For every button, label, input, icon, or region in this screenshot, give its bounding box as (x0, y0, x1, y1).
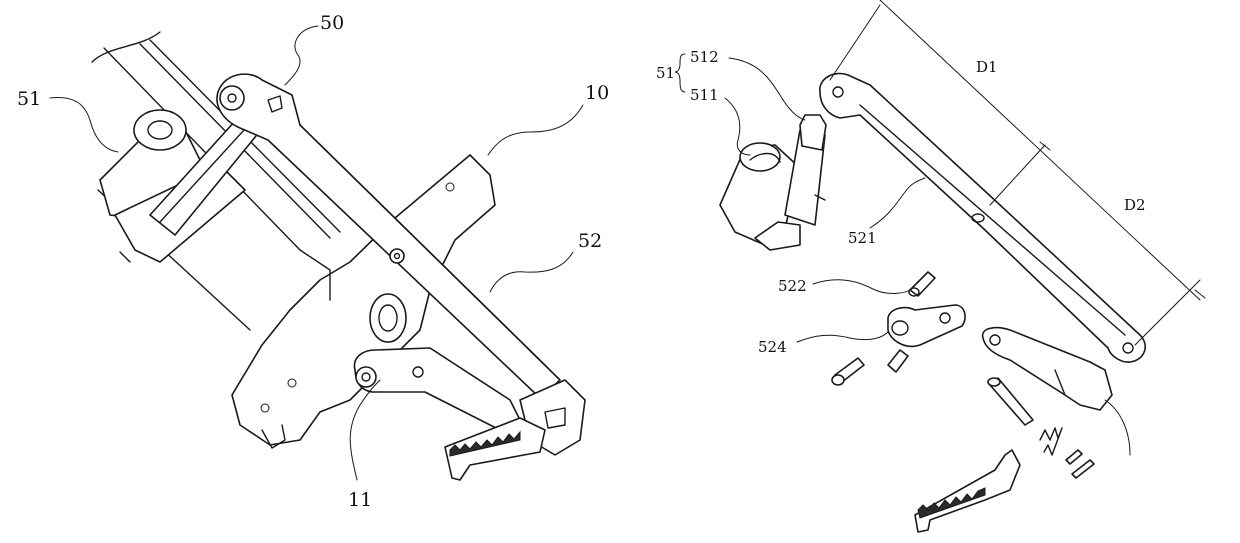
leader-11 (349, 379, 381, 481)
leader-511 (724, 97, 751, 156)
peg-bracket (981, 326, 1113, 411)
label-51: 51 (17, 88, 41, 110)
pin-522 (908, 271, 936, 297)
right-labels: 51 512 511 521 522 524 D1 D2 (656, 48, 1146, 456)
frame-bracket-10 (231, 154, 496, 449)
actuator-511 (719, 129, 826, 251)
lever-arm-52 (216, 73, 561, 399)
leader-bracket (1104, 399, 1131, 456)
small-pins (1065, 449, 1095, 479)
footpeg-exploded (914, 449, 1021, 533)
label-d1: D1 (976, 58, 998, 76)
brace (674, 53, 686, 93)
exploded-view (719, 0, 1206, 533)
label-511: 511 (690, 86, 719, 104)
spring (1039, 427, 1063, 456)
label-52: 52 (578, 230, 602, 252)
dimension-ext-mid (989, 144, 1046, 206)
hinge-pin (987, 377, 1034, 426)
label-10: 10 (585, 82, 609, 104)
dimension-lines (829, 0, 1206, 346)
dowel-pin (887, 349, 909, 373)
leader-50 (284, 25, 319, 86)
label-11: 11 (348, 489, 372, 511)
footpeg (444, 379, 586, 481)
linkage-11 (353, 347, 521, 431)
rod-512 (799, 114, 827, 151)
link-524 (887, 304, 966, 348)
screw (831, 357, 865, 386)
leader-521 (869, 177, 926, 229)
label-522: 522 (778, 277, 807, 295)
dimension-ext-top (829, 4, 881, 81)
leader-52 (489, 251, 574, 293)
arm-521 (819, 72, 1146, 363)
actuator-51 (99, 109, 266, 263)
label-524: 524 (758, 338, 787, 356)
label-d2: D2 (1124, 196, 1146, 214)
label-51-group: 51 (656, 64, 675, 82)
leader-512 (728, 57, 806, 121)
label-50: 50 (320, 12, 344, 34)
dimension-ext-bottom (1134, 279, 1201, 346)
label-521: 521 (848, 229, 877, 247)
leader-522 (812, 279, 911, 294)
leader-524 (796, 331, 889, 343)
assembled-view (91, 31, 586, 481)
left-labels: 50 51 10 52 11 (17, 12, 609, 511)
label-512: 512 (690, 48, 719, 66)
leader-51 (49, 96, 119, 153)
leader-10 (487, 104, 584, 156)
